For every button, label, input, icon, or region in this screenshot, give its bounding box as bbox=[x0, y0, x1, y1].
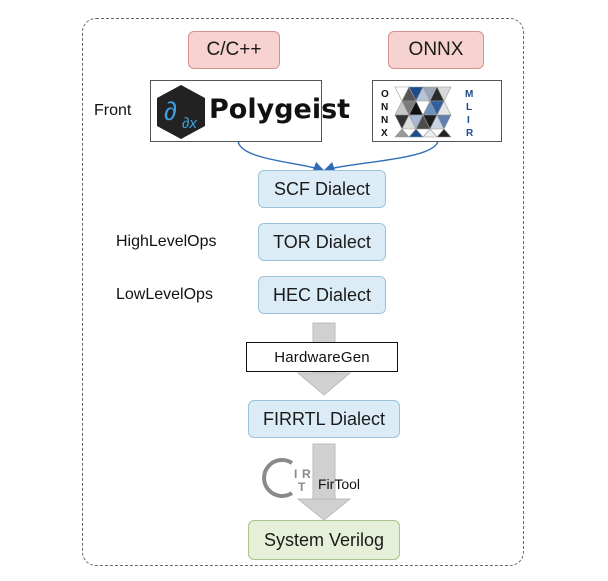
mlir-letter-m: M bbox=[465, 89, 473, 100]
polygeist-to-scf-arrow bbox=[237, 139, 325, 173]
c-cpp-source: C/C++ bbox=[188, 31, 280, 69]
mlir-letter-r: R bbox=[466, 128, 474, 139]
polygeist-hexagon-icon: ∂ ∂x bbox=[157, 85, 205, 139]
svg-text:∂: ∂ bbox=[164, 96, 177, 126]
scf-dialect-box: SCF Dialect bbox=[258, 170, 386, 208]
system-verilog-label: System Verilog bbox=[263, 529, 385, 550]
tor-dialect-label: TOR Dialect bbox=[273, 231, 371, 252]
firtool-label: FirTool bbox=[318, 476, 360, 492]
mlir-letter-l: L bbox=[466, 102, 472, 113]
hec-dialect-box: HEC Dialect bbox=[258, 276, 386, 314]
low-level-ops-label: LowLevelOps bbox=[116, 286, 213, 303]
front-label: Front bbox=[94, 102, 132, 119]
mlir-letter-i: I bbox=[467, 115, 470, 126]
polygeist-wordmark: Polygeist bbox=[209, 94, 351, 125]
system-verilog-box: System Verilog bbox=[248, 520, 400, 560]
onnx-mlir-logo: O N N X bbox=[372, 80, 502, 142]
circt-letter-i: I bbox=[294, 467, 297, 481]
onnx-letter-x: X bbox=[381, 128, 388, 139]
tor-dialect-box: TOR Dialect bbox=[258, 223, 386, 261]
onnx-letter-n2: N bbox=[381, 115, 388, 126]
onnx-letter-o: O bbox=[381, 89, 389, 100]
hardware-gen-label: HardwareGen bbox=[274, 348, 370, 366]
high-level-ops-label: HighLevelOps bbox=[116, 233, 217, 250]
c-cpp-label: C/C++ bbox=[206, 39, 262, 60]
onnx-letter-n1: N bbox=[381, 102, 388, 113]
circt-logo: I R T bbox=[262, 458, 311, 498]
firrtl-dialect-box: FIRRTL Dialect bbox=[248, 400, 400, 438]
firrtl-dialect-label: FIRRTL Dialect bbox=[262, 408, 386, 429]
hec-dialect-label: HEC Dialect bbox=[272, 284, 372, 305]
onnx-source: ONNX bbox=[388, 31, 484, 69]
diagram-frame bbox=[82, 18, 524, 566]
circt-letter-t: T bbox=[298, 480, 306, 494]
polygeist-logo: ∂ ∂x Polygeist bbox=[150, 80, 350, 142]
firrtl-to-verilog-arrow bbox=[296, 443, 352, 521]
onnx-mlir-icon: O N N X bbox=[381, 86, 474, 139]
circt-letter-r: R bbox=[302, 467, 311, 481]
onnx-label: ONNX bbox=[408, 39, 464, 60]
scf-dialect-label: SCF Dialect bbox=[273, 178, 371, 199]
onnx-to-scf-arrow bbox=[323, 139, 439, 173]
hardware-gen-box: HardwareGen bbox=[246, 342, 398, 372]
svg-text:∂x: ∂x bbox=[182, 115, 197, 132]
